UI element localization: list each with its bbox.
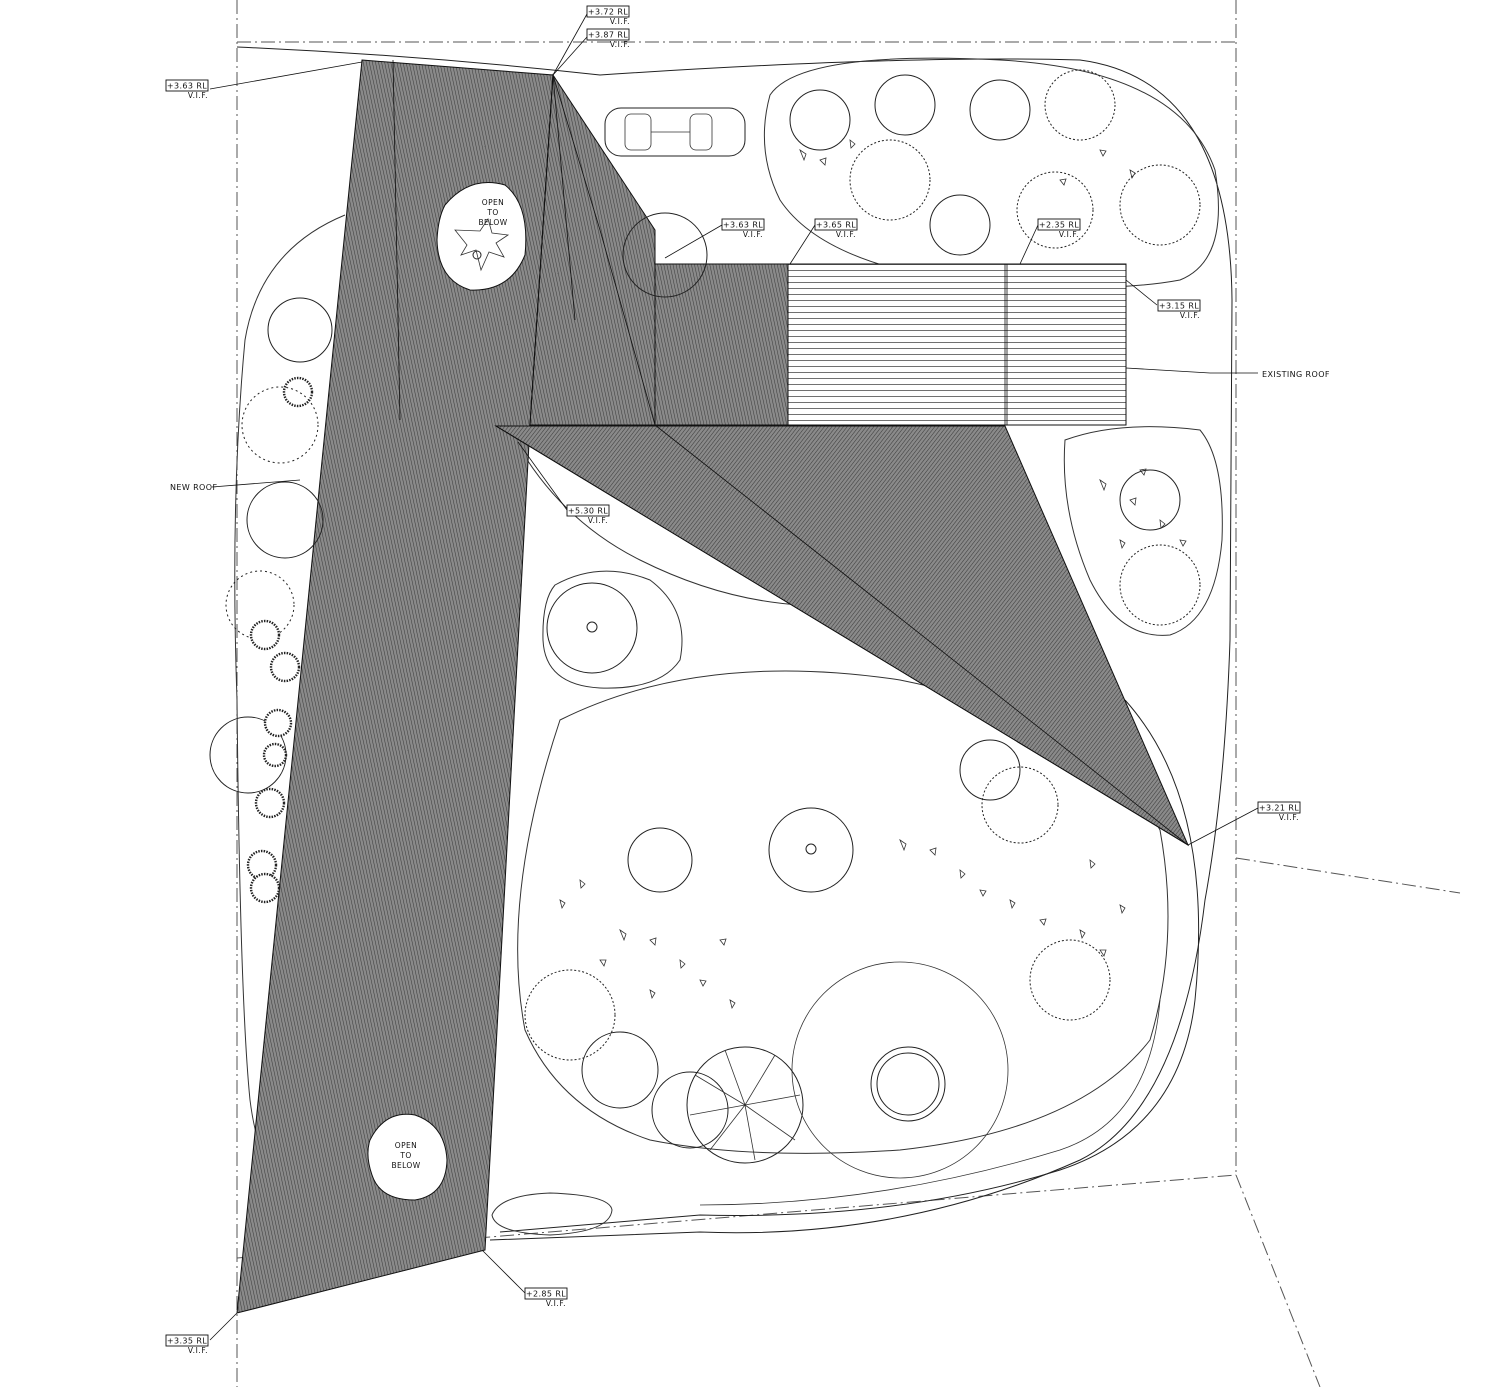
level-387: +3.87 RL — [588, 31, 628, 40]
level-321-vif: V.I.F. — [1279, 813, 1299, 822]
level-235-vif: V.I.F. — [1059, 230, 1079, 239]
level-530-vif: V.I.F. — [588, 516, 608, 525]
level-tag-372: +3.72 RL V.I.F. — [586, 5, 630, 26]
level-tag-363-mid: +3.63 RL V.I.F. — [721, 218, 765, 239]
opening-bottom-line3: BELOW — [391, 1161, 420, 1170]
water-feature-inner — [876, 1052, 940, 1116]
level-285-vif: V.I.F. — [546, 1299, 566, 1308]
level-315: +3.15 RL — [1159, 302, 1199, 311]
level-315-vif: V.I.F. — [1180, 311, 1200, 320]
level-365-vif: V.I.F. — [836, 230, 856, 239]
existing-roof-label: EXISTING ROOF — [1262, 370, 1330, 379]
level-tag-387: +3.87 RL V.I.F. — [586, 28, 630, 49]
level-tag-530: +5.30 RL V.I.F. — [566, 504, 610, 525]
level-tag-315: +3.15 RL V.I.F. — [1157, 299, 1201, 320]
new-roof — [236, 59, 1190, 1314]
level-363-left-vif: V.I.F. — [188, 91, 208, 100]
level-285: +2.85 RL — [526, 1290, 566, 1299]
opening-top-line2: TO — [486, 208, 498, 217]
level-tag-363-left: +3.63 RL V.I.F. — [165, 79, 209, 100]
existing-roof — [654, 263, 1127, 426]
opening-top: OPEN TO BELOW — [436, 182, 527, 291]
level-tag-335: +3.35 RL V.I.F. — [165, 1334, 209, 1355]
trees — [209, 69, 1201, 1164]
opening-bottom: OPEN TO BELOW — [367, 1113, 448, 1201]
level-335-vif: V.I.F. — [188, 1346, 208, 1355]
opening-top-line3: BELOW — [478, 218, 507, 227]
level-tag-321: +3.21 RL V.I.F. — [1257, 801, 1301, 822]
level-372: +3.72 RL — [588, 8, 628, 17]
level-387-vif: V.I.F. — [610, 40, 630, 49]
lawn-circle — [791, 961, 1009, 1179]
center-small-bed — [542, 570, 683, 689]
level-363-mid: +3.63 RL — [723, 221, 763, 230]
opening-top-line1: OPEN — [482, 198, 504, 207]
level-363-left: +3.63 RL — [167, 82, 207, 91]
driveway-curves — [234, 46, 1233, 1241]
level-363-mid-vif: V.I.F. — [743, 230, 763, 239]
car-icon — [604, 107, 746, 157]
top-right-garden-bed — [763, 57, 1219, 288]
level-372-vif: V.I.F. — [610, 17, 630, 26]
level-235: +2.35 RL — [1039, 221, 1079, 230]
small-garden-bed — [491, 1192, 613, 1236]
level-365: +3.65 RL — [816, 221, 856, 230]
leader-lines — [209, 13, 1259, 1341]
opening-bottom-line1: OPEN — [395, 1141, 417, 1150]
main-garden-bed — [517, 670, 1169, 1154]
level-tag-285: +2.85 RL V.I.F. — [524, 1287, 568, 1308]
right-garden-bed — [1063, 426, 1223, 636]
level-321: +3.21 RL — [1259, 804, 1299, 813]
level-335: +3.35 RL — [167, 1337, 207, 1346]
level-tag-235: +2.35 RL V.I.F. — [1037, 218, 1081, 239]
new-roof-label: NEW ROOF — [170, 483, 217, 492]
water-feature-outer — [870, 1046, 946, 1122]
property-boundaries — [236, 0, 1461, 1387]
level-530: +5.30 RL — [568, 507, 608, 516]
opening-bottom-line2: TO — [399, 1151, 411, 1160]
ground-cover — [559, 139, 1187, 1010]
level-tag-365: +3.65 RL V.I.F. — [814, 218, 858, 239]
